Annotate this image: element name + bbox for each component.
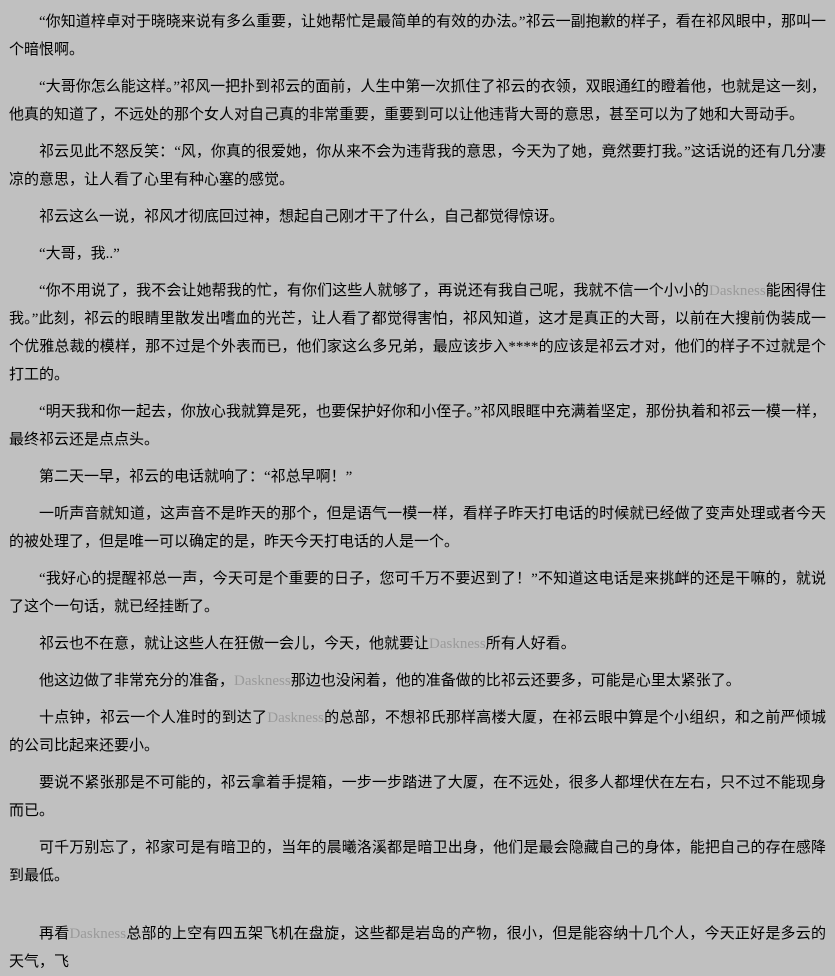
highlighted-term: Daskness <box>69 926 127 942</box>
highlighted-term: Daskness <box>429 636 486 652</box>
paragraph: 可千万别忘了，祁家可是有暗卫的，当年的晨曦洛溪都是暗卫出身，他们是最会隐藏自己的… <box>9 840 826 884</box>
highlighted-term: Daskness <box>267 710 324 726</box>
paragraph: “你不用说了，我不会让她帮我的忙，有你们这些人就够了，再说还有我自己呢，我就不信… <box>9 283 826 383</box>
paragraph: 他这边做了非常充分的准备，Daskness那边也没闲着，他的准备做的比祁云还要多… <box>39 673 741 689</box>
highlighted-term: Daskness <box>709 283 766 299</box>
highlighted-term: Daskness <box>234 673 291 689</box>
paragraph: “你知道梓卓对于晓晓来说有多么重要，让她帮忙是最简单的有效的办法。”祁云一副抱歉… <box>9 14 826 58</box>
paragraph: “我好心的提醒祁总一声，今天可是个重要的日子，您可千万不要迟到了！”不知道这电话… <box>9 571 826 615</box>
document-background: { "page": { "background": "#c0c0c0", "te… <box>9 14 826 970</box>
paragraph: “大哥你怎么能这样。”祁风一把扑到祁云的面前，人生中第一次抓住了祁云的衣领，双眼… <box>9 79 826 123</box>
paragraph: 祁云见此不怒反笑：“风，你真的很爱她，你从来不会为违背我的意思，今天为了她，竟然… <box>9 144 826 188</box>
paragraph: 第二天一早，祁云的电话就响了：“祁总早啊！” <box>39 469 353 485</box>
paragraph: “明天我和你一起去，你放心我就算是死，也要保护好你和小侄子。”祁风眼眶中充满着坚… <box>9 404 826 448</box>
paragraph: 祁云也不在意，就让这些人在狂傲一会儿，今天，他就要让Daskness所有人好看。 <box>39 636 576 652</box>
paragraph: 要说不紧张那是不可能的，祁云拿着手提箱，一步一步踏进了大厦，在不远处，很多人都埋… <box>9 775 826 819</box>
paragraph: “大哥，我..” <box>39 246 120 262</box>
paragraph: 十点钟，祁云一个人准时的到达了Daskness的总部，不想祁氏那样高楼大厦，在祁… <box>9 710 826 754</box>
paragraph: 祁云这么一说，祁风才彻底回过神，想起自己刚才干了什么，自己都觉得惊讶。 <box>39 209 565 225</box>
paragraph: 再看Daskness总部的上空有四五架飞机在盘旋，这些都是岩岛的产物，很小，但是… <box>9 926 826 970</box>
paragraph: 一听声音就知道，这声音不是昨天的那个，但是语气一模一样，看样子昨天打电话的时候就… <box>9 506 826 550</box>
